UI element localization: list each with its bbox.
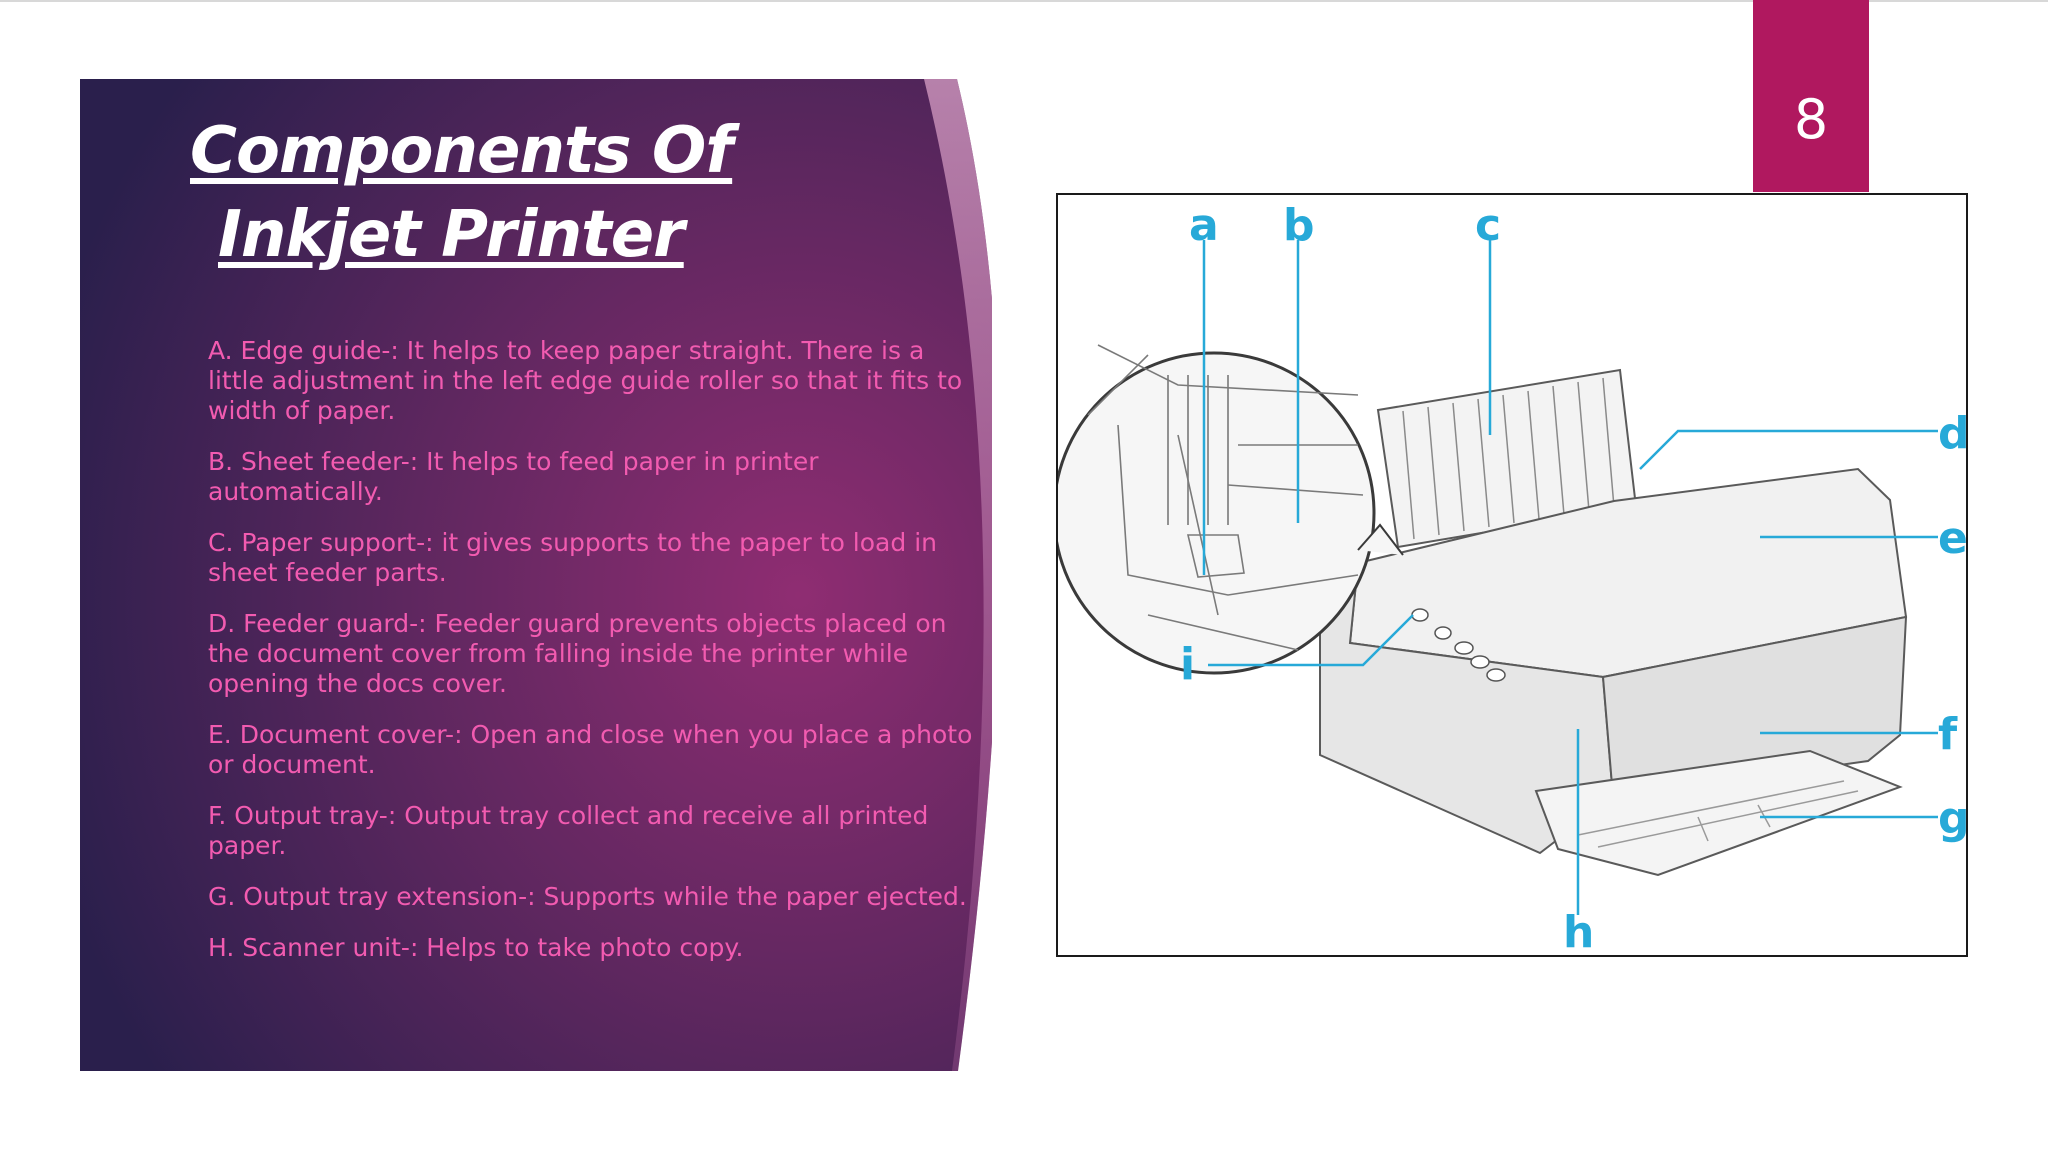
list-item: G. Output tray extension-: Supports whil… [208,882,967,911]
printer-illustration: a b c d e f g h i [1058,200,1966,955]
list-item: B. Sheet feeder-: It helps to feed paper… [208,447,819,506]
callout-a: a [1189,200,1219,251]
title-line-1: Components Of [190,114,733,188]
panel-background [80,79,992,1071]
callout-f: f [1938,709,1958,760]
page-number-tab: 8 [1753,0,1869,192]
callout-e: e [1938,513,1966,564]
title-line-2: Inkjet Printer [218,198,685,272]
page-number: 8 [1793,88,1829,151]
component-list: A. Edge guide-: It helps to keep paper s… [208,336,988,984]
callout-i: i [1180,639,1195,690]
list-item: D. Feeder guard-: Feeder guard prevents … [208,609,947,698]
callout-g: g [1938,793,1966,844]
callout-d: d [1938,408,1966,459]
printer-diagram: a b c d e f g h i [1056,193,1968,957]
callout-h: h [1563,907,1594,955]
list-item: F. Output tray-: Output tray collect and… [208,801,929,860]
slide-title: Components Of Inkjet Printer [190,109,990,277]
callout-c: c [1475,200,1501,251]
callout-b: b [1283,200,1315,251]
list-item: H. Scanner unit-: Helps to take photo co… [208,933,744,962]
content-panel: Components Of Inkjet Printer A. Edge gui… [80,79,992,1071]
top-rule [0,0,2048,2]
list-item: C. Paper support-: it gives supports to … [208,528,937,587]
list-item: E. Document cover-: Open and close when … [208,720,973,779]
list-item: A. Edge guide-: It helps to keep paper s… [208,336,963,425]
